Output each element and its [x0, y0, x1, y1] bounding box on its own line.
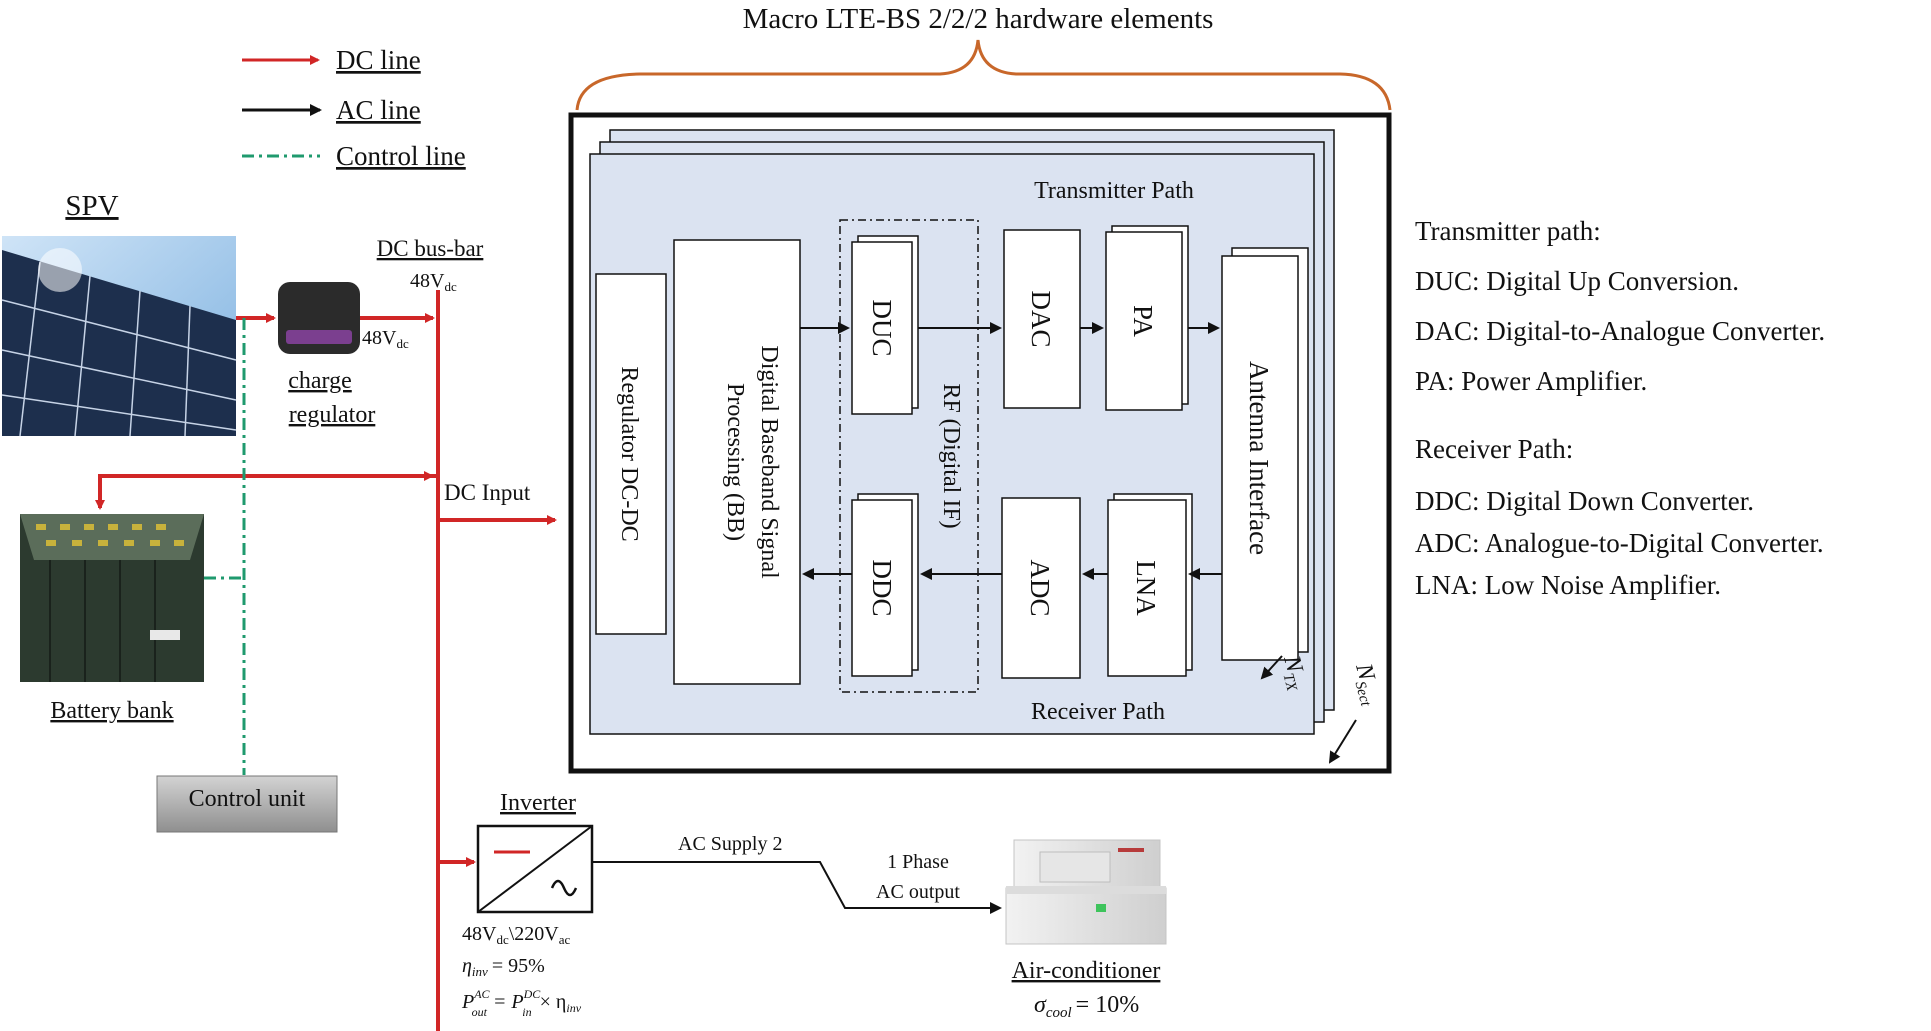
adc-block: [1001, 497, 1081, 679]
legend-control-label: Control line: [336, 141, 466, 171]
charge-regulator-label-1: charge: [288, 368, 352, 394]
baseband-label-1: Digital Baseband Signal: [756, 345, 782, 579]
control-unit-label: Control unit: [189, 786, 306, 812]
air-conditioner-image: [1005, 839, 1167, 945]
notes-rx-heading: Receiver Path:: [1415, 434, 1573, 464]
title-brace: [575, 39, 1392, 111]
nsect-arrow: [1328, 719, 1357, 764]
antenna-block: [1221, 255, 1299, 661]
air-conditioner-label: Air-conditioner: [1012, 958, 1161, 984]
baseband-block: [673, 239, 801, 685]
solar-panel-image: [1, 236, 237, 437]
ac-phase-label-2: AC output: [876, 881, 960, 903]
pa-block: [1105, 231, 1183, 411]
ac-phase-label-1: 1 Phase: [887, 851, 949, 873]
notes-rx-item: LNA: Low Noise Amplifier.: [1415, 570, 1721, 600]
legend-ac-label: AC line: [336, 95, 421, 125]
regulator-voltage: 48Vdc: [362, 327, 409, 351]
rf-region: [839, 219, 979, 693]
dac-label: DAC: [1026, 290, 1056, 347]
notes-tx-item: PA: Power Amplifier.: [1415, 366, 1647, 396]
notes-tx-item: DUC: Digital Up Conversion.: [1415, 266, 1739, 296]
antenna-label: Antenna Interface: [1244, 361, 1274, 555]
ddc-block: [851, 499, 913, 677]
lna-label: LNA: [1131, 560, 1161, 616]
receiver-path-label: Receiver Path: [1031, 699, 1165, 725]
charge-regulator-label-2: regulator: [289, 402, 376, 428]
ac-supply-label: AC Supply 2: [678, 833, 782, 855]
dac-block: [1003, 229, 1081, 409]
ntx-arrow: [1260, 655, 1283, 680]
notes-tx-item: DAC: Digital-to-Analogue Converter.: [1415, 316, 1825, 346]
legend: DC line AC line Control line: [242, 45, 466, 171]
dc-bus-label: DC bus-bar: [377, 236, 484, 261]
transmitter-path-label: Transmitter Path: [1034, 178, 1194, 204]
pa-label: PA: [1128, 305, 1158, 338]
adc-label: ADC: [1025, 559, 1055, 616]
battery-label: Battery bank: [50, 698, 173, 724]
inverter-symbol: [476, 824, 594, 914]
dc-input-label: DC Input: [444, 480, 531, 505]
legend-dc-label: DC line: [336, 45, 421, 75]
inverter-efficiency: ηinv= 95%: [462, 955, 545, 979]
spv-label: SPV: [65, 190, 118, 222]
charge-regulator-device: [278, 282, 360, 354]
notes-rx-item: DDC: Digital Down Converter.: [1415, 486, 1754, 516]
baseband-label-2: Processing (BB): [722, 383, 748, 541]
notes-panel: Transmitter path: DUC: Digital Up Conver…: [1415, 216, 1825, 600]
rf-label: RF (Digital IF): [938, 383, 964, 528]
duc-block: [851, 241, 913, 415]
regulator-dcdc-block: [595, 273, 667, 635]
notes-rx-item: ADC: Analogue-to-Digital Converter.: [1415, 528, 1824, 558]
bus-to-battery-line: [95, 474, 438, 510]
inverter-label: Inverter: [500, 790, 576, 816]
notes-tx-heading: Transmitter path:: [1415, 216, 1601, 246]
regulator-dcdc-label: Regulator DC-DC: [616, 366, 642, 541]
battery-bank-image: [20, 514, 204, 682]
ddc-label: DDC: [867, 559, 897, 616]
inverter-rating: 48Vdc\220Vac: [462, 923, 571, 947]
ac-supply-line: [592, 861, 1002, 914]
control-unit-box: [156, 775, 338, 833]
lna-block: [1107, 499, 1187, 677]
diagram-title: Macro LTE-BS 2/2/2 hardware elements: [743, 3, 1214, 35]
duc-label: DUC: [867, 299, 897, 356]
dc-bus-voltage: 48Vdc: [410, 270, 457, 294]
air-conditioner-sigma: σcool= 10%: [1034, 992, 1139, 1021]
